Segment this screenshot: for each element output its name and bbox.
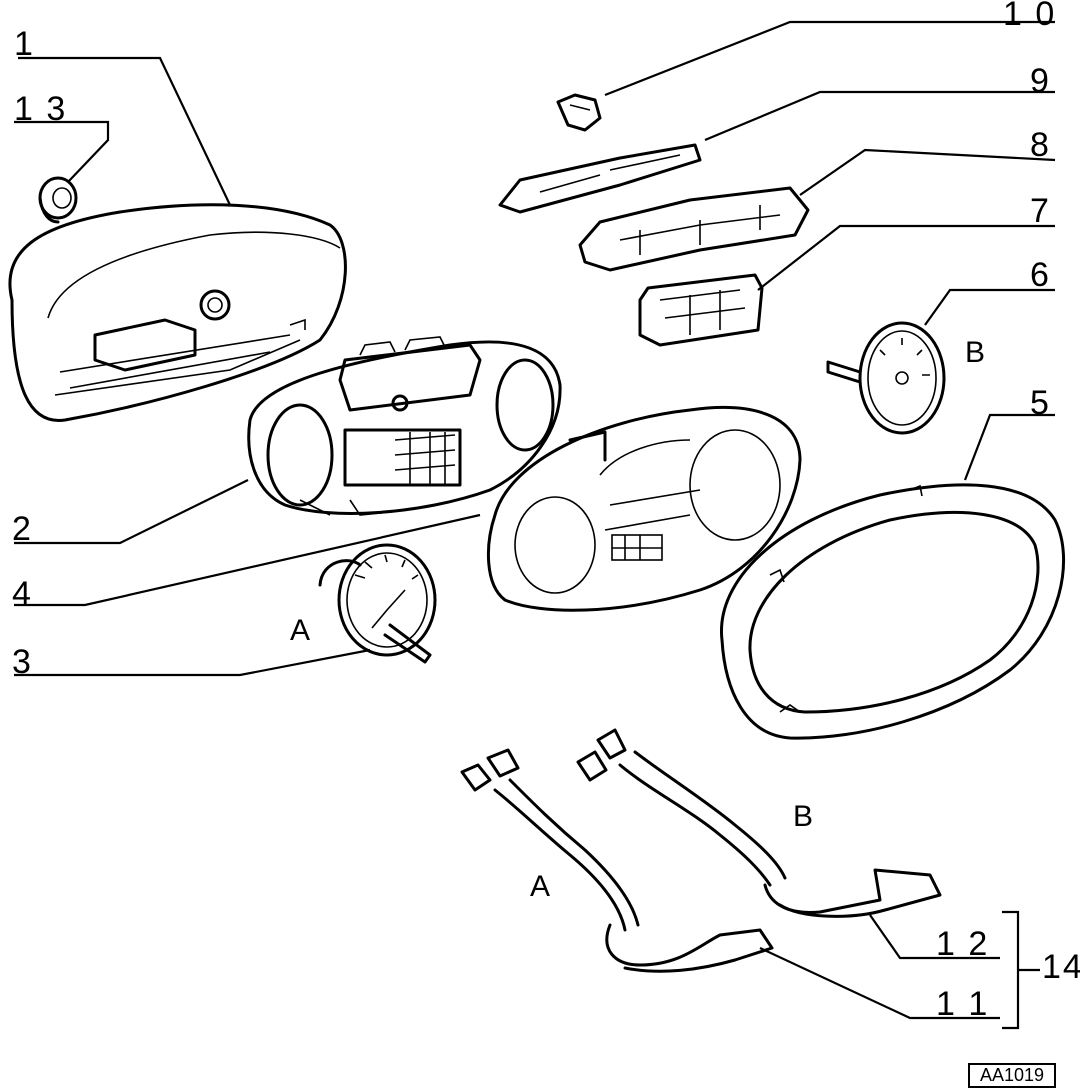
label-part-10: 1 0 [1003, 0, 1056, 33]
label-gauge-b: B [965, 336, 985, 369]
rear-shell-part-1 [8, 203, 347, 422]
label-part-13: 1 3 [14, 90, 67, 128]
label-part-12: 1 2 [936, 925, 989, 963]
reference-code-box: AA1019 [968, 1063, 1056, 1088]
label-part-9: 9 [1030, 62, 1051, 100]
bulb-holder-part-10 [556, 93, 602, 132]
bezel-frame-part-5 [720, 483, 1066, 740]
grommet-part-13 [38, 176, 78, 224]
dial-panel-part-4 [486, 405, 802, 612]
label-part-5: 5 [1030, 384, 1051, 422]
label-part-14: 14 [1042, 948, 1080, 986]
speedometer-gauge-part-3 [318, 543, 437, 664]
label-part-6: 6 [1030, 256, 1051, 294]
label-part-4: 4 [12, 575, 33, 613]
label-part-3: 3 [12, 643, 33, 681]
label-harness-a: A [530, 870, 550, 903]
wiring-harness-part-12 [576, 728, 942, 918]
label-part-7: 7 [1030, 192, 1051, 230]
label-part-2: 2 [12, 510, 33, 548]
label-harness-b: B [793, 800, 813, 833]
label-gauge-a: A [290, 614, 310, 647]
label-part-1: 1 [14, 25, 35, 63]
label-part-8: 8 [1030, 126, 1051, 164]
strip-board-part-9 [498, 143, 702, 214]
circuit-board-part-7 [638, 273, 764, 347]
printed-board-part-8 [578, 186, 810, 272]
label-part-11: 1 1 [936, 985, 989, 1023]
wiring-harness-part-11 [460, 748, 774, 973]
tachometer-gauge-part-6 [826, 321, 946, 435]
leader-lines [14, 20, 1056, 1030]
cluster-housing-part-2 [247, 336, 562, 516]
